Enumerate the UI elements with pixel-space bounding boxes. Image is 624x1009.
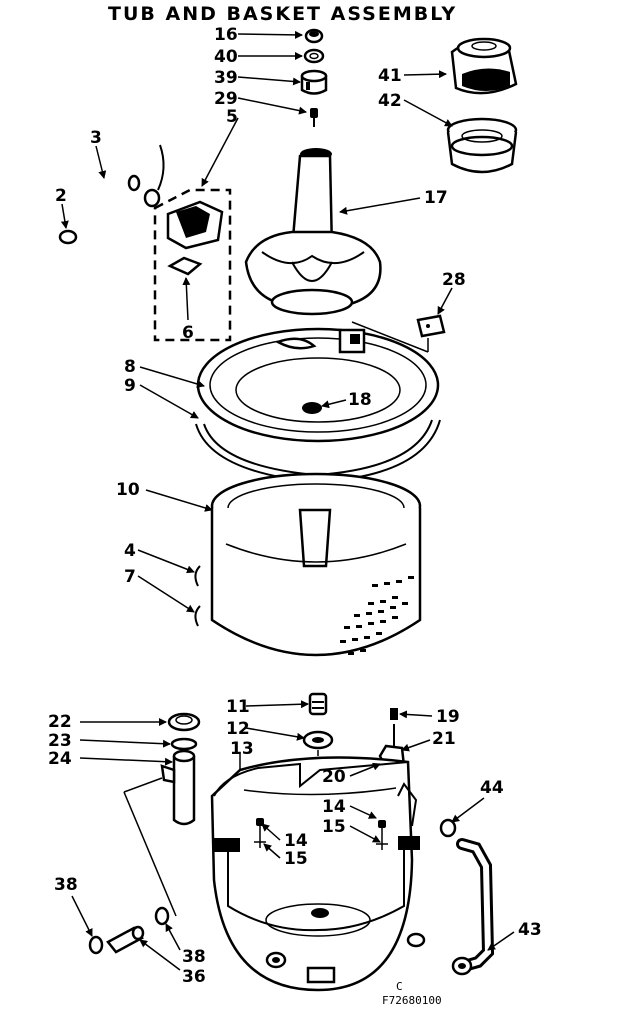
part-42-seal [446, 117, 518, 174]
part-44-clamp [439, 818, 457, 838]
callout-42: 42 [378, 91, 402, 111]
part-5-bracket-group [153, 188, 232, 342]
part-38-clamp-right [154, 906, 170, 926]
part-12-washer [302, 730, 334, 750]
part-43-drain-hose [451, 838, 495, 976]
part-36-hose [106, 925, 145, 954]
leader-hose-left-2 [123, 791, 177, 917]
callout-2: 2 [55, 186, 67, 206]
callout-3: 3 [90, 128, 102, 148]
callout-38-left: 38 [54, 875, 78, 895]
callout-17: 17 [424, 188, 448, 208]
callout-44: 44 [480, 778, 504, 798]
part-7-clip [194, 605, 201, 627]
part-10-basket [210, 472, 422, 657]
callout-12: 12 [226, 719, 250, 739]
part-23-ring [170, 737, 198, 751]
callout-40: 40 [214, 47, 238, 67]
callout-24: 24 [48, 749, 72, 769]
part-22-cap [167, 712, 201, 732]
callout-21: 21 [432, 729, 456, 749]
part-14-screw-right [378, 820, 386, 850]
part-38-clamp-left [88, 935, 104, 955]
callout-28: 28 [442, 270, 466, 290]
part-28-snubber [351, 314, 446, 353]
callout-22: 22 [48, 712, 72, 732]
part-24-standpipe [160, 749, 196, 826]
figure-code: F72680100 [382, 994, 442, 1007]
callout-43: 43 [518, 920, 542, 940]
callout-leaders [60, 30, 515, 971]
part-11-nut [308, 692, 328, 716]
callout-39: 39 [214, 68, 238, 88]
part-13-outer-tub [210, 756, 426, 992]
callout-7: 7 [124, 567, 136, 587]
callout-23: 23 [48, 731, 72, 751]
callout-4: 4 [124, 541, 136, 561]
callout-41: 41 [378, 66, 402, 86]
part-17-agitator [244, 148, 382, 316]
part-40-washer [303, 48, 325, 64]
callout-29: 29 [214, 89, 238, 109]
part-3-hose [68, 174, 141, 238]
part-39-nut [300, 69, 328, 95]
part-4-clip [194, 565, 201, 587]
callout-6: 6 [182, 323, 194, 343]
leader-hose-left [123, 777, 163, 793]
callout-14-left: 14 [284, 831, 308, 851]
part-19-plug [390, 708, 398, 720]
part-16-cap [304, 28, 324, 44]
figure-marker: C [396, 980, 403, 993]
part-29-screw [310, 108, 318, 127]
callout-5: 5 [226, 107, 238, 127]
part-2-clamp [58, 229, 78, 245]
callout-14-right: 14 [322, 797, 346, 817]
callout-13: 13 [230, 739, 254, 759]
callout-16: 16 [214, 25, 238, 45]
part-41-agitator-cap [450, 37, 518, 95]
diagram-title: TUB AND BASKET ASSEMBLY [108, 3, 457, 25]
callout-15-right: 15 [322, 817, 346, 837]
callout-19: 19 [436, 707, 460, 727]
callout-36: 36 [182, 967, 206, 987]
callout-38-right: 38 [182, 947, 206, 967]
callout-15-left: 15 [284, 849, 308, 869]
callout-18: 18 [348, 390, 372, 410]
part-clamp-upper [143, 144, 165, 208]
callout-11: 11 [226, 697, 250, 717]
part-8-tub-ring [196, 327, 440, 443]
callout-8: 8 [124, 357, 136, 377]
callout-9: 9 [124, 376, 136, 396]
callout-20: 20 [322, 767, 346, 787]
callout-10: 10 [116, 480, 140, 500]
